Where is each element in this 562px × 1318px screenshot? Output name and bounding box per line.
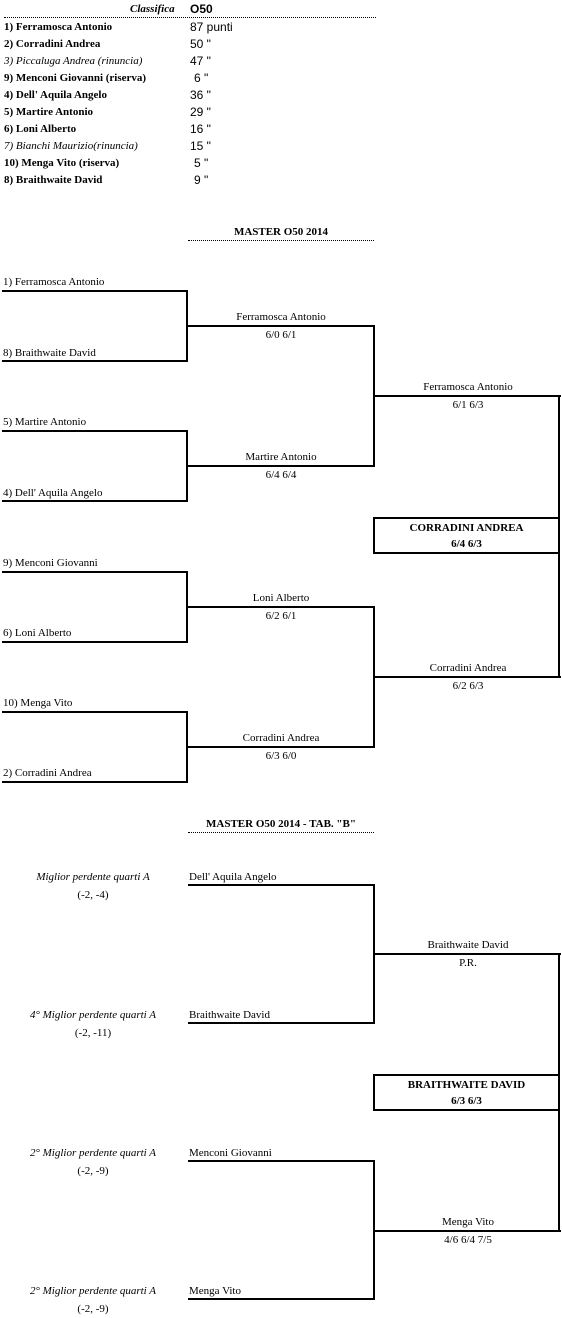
bracket-a-r2-winner: Martire Antonio [245, 451, 317, 463]
bracket-a-r1-player: 4) Dell' Aquila Angelo [3, 487, 103, 499]
classifica-row-points: 5 " [194, 156, 209, 170]
bracket-line [186, 606, 375, 608]
bracket-b-seed-diff: (-2, -9) [77, 1165, 109, 1177]
bracket-a-r2-winner: Ferramosca Antonio [236, 311, 326, 323]
bracket-b-seed-diff: (-2, -4) [77, 889, 109, 901]
classifica-row-points: 36 " [190, 88, 211, 102]
classifica-row-name: 6) Loni Alberto [4, 123, 77, 135]
classifica-row-points: 6 " [194, 71, 209, 85]
bracket-b-champion-score: 6/3 6/3 [451, 1095, 482, 1107]
bracket-b-title-underline [188, 832, 374, 833]
bracket-b-player: Braithwaite David [189, 1009, 270, 1021]
bracket-b-champion-name: BRAITHWAITE DAVID [407, 1079, 526, 1091]
bracket-line [186, 465, 375, 467]
classifica-row-name: 2) Corradini Andrea [4, 38, 101, 50]
bracket-line [2, 430, 188, 432]
bracket-a-r2-winner: Corradini Andrea [242, 732, 320, 744]
bracket-line [2, 360, 188, 362]
bracket-a-r2-score: 6/2 6/1 [265, 610, 297, 622]
bracket-line [2, 500, 188, 502]
classifica-row-points: 87 punti [190, 20, 233, 34]
bracket-a-r1-player: 1) Ferramosca Antonio [3, 276, 105, 288]
classifica-row-name: 10) Menga Vito (riserva) [4, 157, 120, 169]
bracket-b-champion-box: BRAITHWAITE DAVID 6/3 6/3 [373, 1074, 560, 1111]
classifica-row-points: 15 " [190, 139, 211, 153]
bracket-a-r1-player: 5) Martire Antonio [3, 416, 87, 428]
classifica-row-points: 9 " [194, 173, 209, 187]
bracket-b-seed-label: 2° Miglior perdente quarti A [29, 1147, 156, 1159]
bracket-line [188, 1022, 375, 1024]
classifica-category: O50 [190, 2, 213, 16]
bracket-a-title: MASTER O50 2014 [233, 226, 329, 238]
bracket-b-title: MASTER O50 2014 - TAB. "B" [206, 818, 356, 830]
classifica-label: Classifica [130, 3, 175, 15]
bracket-b-semi-score: P.R. [459, 957, 477, 969]
bracket-b-semi-score: 4/6 6/4 7/5 [444, 1234, 492, 1246]
classifica-row-name: 7) Bianchi Maurizio(rinuncia) [4, 140, 138, 152]
bracket-a-r2-score: 6/0 6/1 [265, 329, 297, 341]
bracket-b-player: Menga Vito [189, 1285, 241, 1297]
bracket-a-r1-player: 9) Menconi Giovanni [3, 557, 98, 569]
bracket-b-semi-winner: Menga Vito [442, 1216, 494, 1228]
bracket-b-seed-label: Miglior perdente quarti A [36, 871, 150, 883]
bracket-a-title-underline [188, 240, 374, 241]
bracket-a-champion-score: 6/4 6/3 [451, 538, 482, 550]
classifica-row-points: 47 " [190, 54, 211, 68]
bracket-a-r1-player: 8) Braithwaite David [3, 347, 96, 359]
bracket-line [2, 711, 188, 713]
classifica-row-name: 3) Piccaluga Andrea (rinuncia) [4, 55, 143, 67]
bracket-b-seed-diff: (-2, -11) [74, 1027, 112, 1039]
bracket-line [373, 1230, 561, 1232]
bracket-line [2, 290, 188, 292]
bracket-b-player: Dell' Aquila Angelo [189, 871, 277, 883]
bracket-a-r2-score: 6/4 6/4 [265, 469, 297, 481]
classifica-row-name: 8) Braithwaite David [4, 174, 103, 186]
bracket-a-semi-winner: Ferramosca Antonio [423, 381, 513, 393]
bracket-b-seed-diff: (-2, -9) [77, 1303, 109, 1315]
bracket-line [373, 676, 561, 678]
bracket-b-player: Menconi Giovanni [189, 1147, 272, 1159]
bracket-a-r2-winner: Loni Alberto [252, 592, 310, 604]
bracket-line [373, 395, 561, 397]
classifica-row-name: 5) Martire Antonio [4, 106, 94, 118]
classifica-row-name: 9) Menconi Giovanni (riserva) [4, 72, 147, 84]
bracket-line [188, 1298, 375, 1300]
bracket-a-r1-player: 10) Menga Vito [3, 697, 73, 709]
bracket-b-seed-label: 4° Miglior perdente quarti A [29, 1009, 156, 1021]
bracket-line [2, 571, 188, 573]
bracket-a-r2-score: 6/3 6/0 [265, 750, 297, 762]
classifica-row-name: 1) Ferramosca Antonio [4, 21, 113, 33]
classifica-row-points: 16 " [190, 122, 211, 136]
classifica-row-name: 4) Dell' Aquila Angelo [4, 89, 107, 101]
bracket-line [188, 1160, 375, 1162]
bracket-line [186, 746, 375, 748]
bracket-a-semi-score: 6/2 6/3 [452, 680, 484, 692]
bracket-a-r1-player: 2) Corradini Andrea [3, 767, 92, 779]
classifica-row-points: 29 " [190, 105, 211, 119]
bracket-line [2, 641, 188, 643]
bracket-a-r1-player: 6) Loni Alberto [3, 627, 72, 639]
bracket-line [188, 884, 375, 886]
bracket-line [186, 325, 375, 327]
bracket-line [2, 781, 188, 783]
bracket-b-semi-winner: Braithwaite David [427, 939, 509, 951]
bracket-a-semi-score: 6/1 6/3 [452, 399, 484, 411]
classifica-divider [4, 17, 376, 18]
bracket-line [373, 953, 561, 955]
bracket-a-champion-box: CORRADINI ANDREA 6/4 6/3 [373, 517, 560, 554]
bracket-b-seed-label: 2° Miglior perdente quarti A [29, 1285, 156, 1297]
bracket-a-semi-winner: Corradini Andrea [429, 662, 507, 674]
bracket-a-champion-name: CORRADINI ANDREA [409, 522, 524, 534]
classifica-row-points: 50 " [190, 37, 211, 51]
